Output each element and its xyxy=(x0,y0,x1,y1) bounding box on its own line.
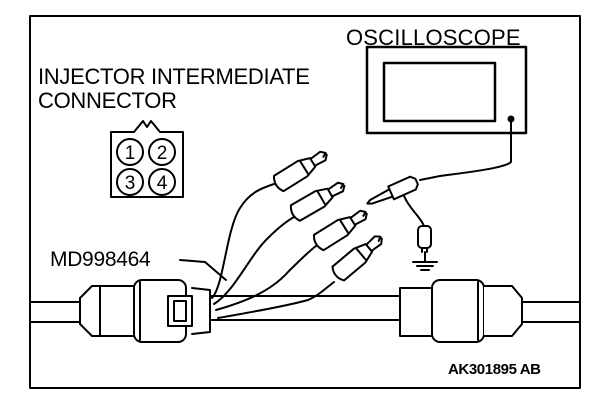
probe-wires xyxy=(211,183,335,319)
harness-cables xyxy=(30,295,580,323)
connector-face xyxy=(110,120,184,198)
oscilloscope-label: OSCILLOSCOPE xyxy=(346,25,521,50)
test-harness-label: MD998464 xyxy=(50,248,151,271)
tool-leader-line xyxy=(179,259,227,281)
ground-clip xyxy=(412,225,438,271)
probe-clip-1 xyxy=(272,150,328,193)
pin-1 xyxy=(116,138,144,166)
probe-clip-2 xyxy=(289,181,346,222)
diagram-border xyxy=(29,15,581,389)
pin-1-label: 1 xyxy=(125,143,136,164)
oscilloscope xyxy=(365,45,528,135)
probe-clip-3 xyxy=(312,209,368,252)
connector-label-line1: INJECTOR INTERMEDIATE xyxy=(38,64,310,89)
pin-4-label: 4 xyxy=(157,173,168,194)
oscilloscope-probe xyxy=(366,120,512,227)
pin-4 xyxy=(148,168,176,196)
pin-2 xyxy=(148,138,176,166)
pin-3 xyxy=(116,168,144,196)
pin-2-label: 2 xyxy=(157,143,168,164)
pin-3-label: 3 xyxy=(125,173,136,194)
harness-connector-left xyxy=(79,279,211,343)
figure-id: AK301895 AB xyxy=(448,361,541,378)
harness-connector-right xyxy=(399,279,523,343)
connector-label-line2: CONNECTOR xyxy=(38,88,177,113)
probe-clip-4 xyxy=(331,235,383,282)
